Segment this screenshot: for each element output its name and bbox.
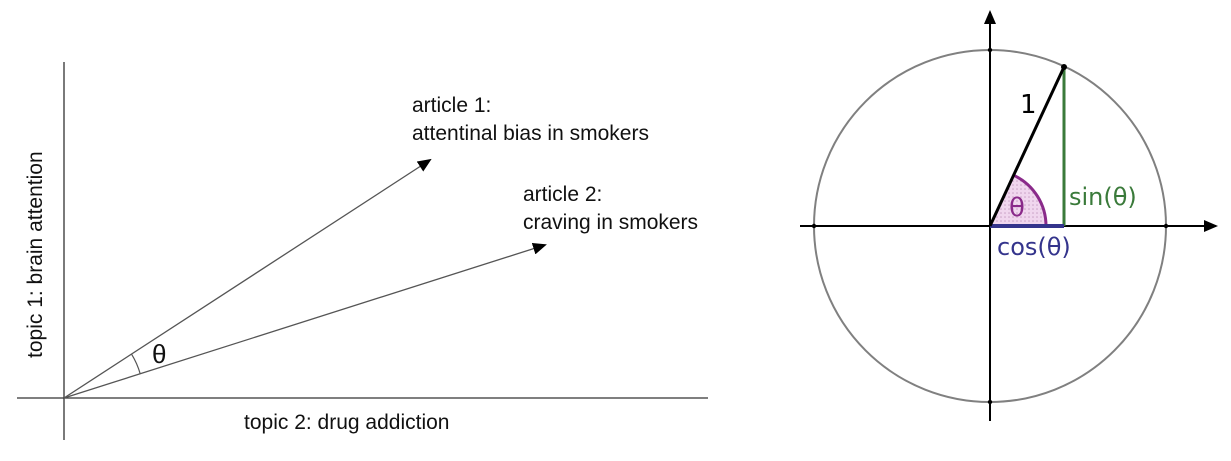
article2-vector — [63, 242, 547, 399]
sin-label: sin(θ) — [1069, 183, 1137, 211]
radius-endpoint — [1061, 64, 1067, 70]
article1-title: article 1: — [412, 94, 491, 117]
radius-label: 1 — [1020, 90, 1037, 120]
article2-title: article 2: — [523, 183, 602, 206]
unit-circle-diagram: 1 θ sin(θ) cos(θ) — [800, 10, 1218, 421]
article1-vector — [63, 158, 432, 399]
tick-left — [811, 223, 817, 229]
angle-label-right: θ — [1009, 193, 1025, 223]
radius-segment — [988, 66, 1066, 227]
article1-description: attentinal bias in smokers — [412, 122, 649, 145]
angle-arc — [130, 353, 141, 374]
tick-right — [1163, 223, 1169, 229]
tick-bottom — [987, 399, 993, 405]
cos-label: cos(θ) — [997, 233, 1071, 261]
angle-arc-right — [1013, 174, 1048, 227]
tick-top — [987, 47, 993, 53]
y-axis-label: topic 1: brain attention — [24, 151, 47, 358]
x-axis-label: topic 2: drug addiction — [244, 411, 449, 434]
angle-sector — [990, 175, 1046, 226]
article2-description: craving in smokers — [523, 211, 698, 234]
vector-diagram: θ article 1: attentinal bias in smokers … — [17, 62, 708, 440]
angle-label-left: θ — [152, 339, 166, 369]
